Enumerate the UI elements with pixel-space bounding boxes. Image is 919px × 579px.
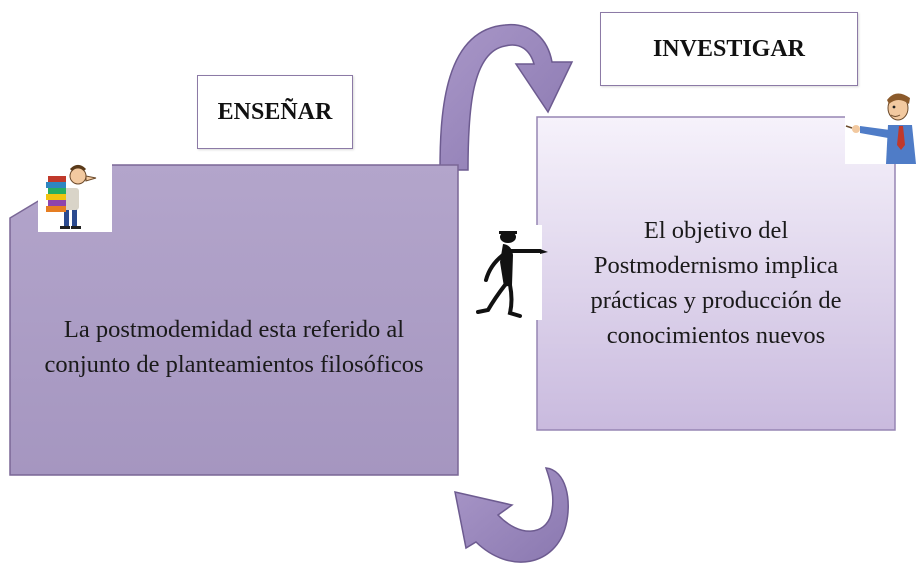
left-box-line: La postmodemidad esta referido al (63, 316, 405, 343)
right-box (536, 116, 896, 431)
top-cycle-arrow (439, 24, 574, 171)
label-investigar: INVESTIGAR (600, 12, 858, 86)
left-box-line: conjunto de planteamientos filosóficos (44, 351, 424, 378)
label-ensenar: ENSEÑAR (197, 75, 353, 149)
label-investigar-text: INVESTIGAR (652, 35, 806, 62)
bottom-cycle-arrow (454, 467, 569, 563)
right-box-text: El objetivo del Postmodernismo implica p… (545, 213, 887, 353)
right-box-line: El objetivo del (643, 217, 789, 244)
right-box-line: conocimientos nuevos (606, 322, 826, 349)
left-box-text: La postmodemidad esta referido al conjun… (14, 312, 454, 382)
right-box-line: prácticas y producción de (590, 287, 842, 314)
label-ensenar-text: ENSEÑAR (217, 98, 333, 125)
right-box-line: Postmodernismo implica (593, 252, 839, 279)
stick-figure-pointing-icon (470, 225, 548, 320)
presenter-pointing-icon (845, 86, 919, 164)
teacher-carrying-books-icon (38, 162, 112, 232)
